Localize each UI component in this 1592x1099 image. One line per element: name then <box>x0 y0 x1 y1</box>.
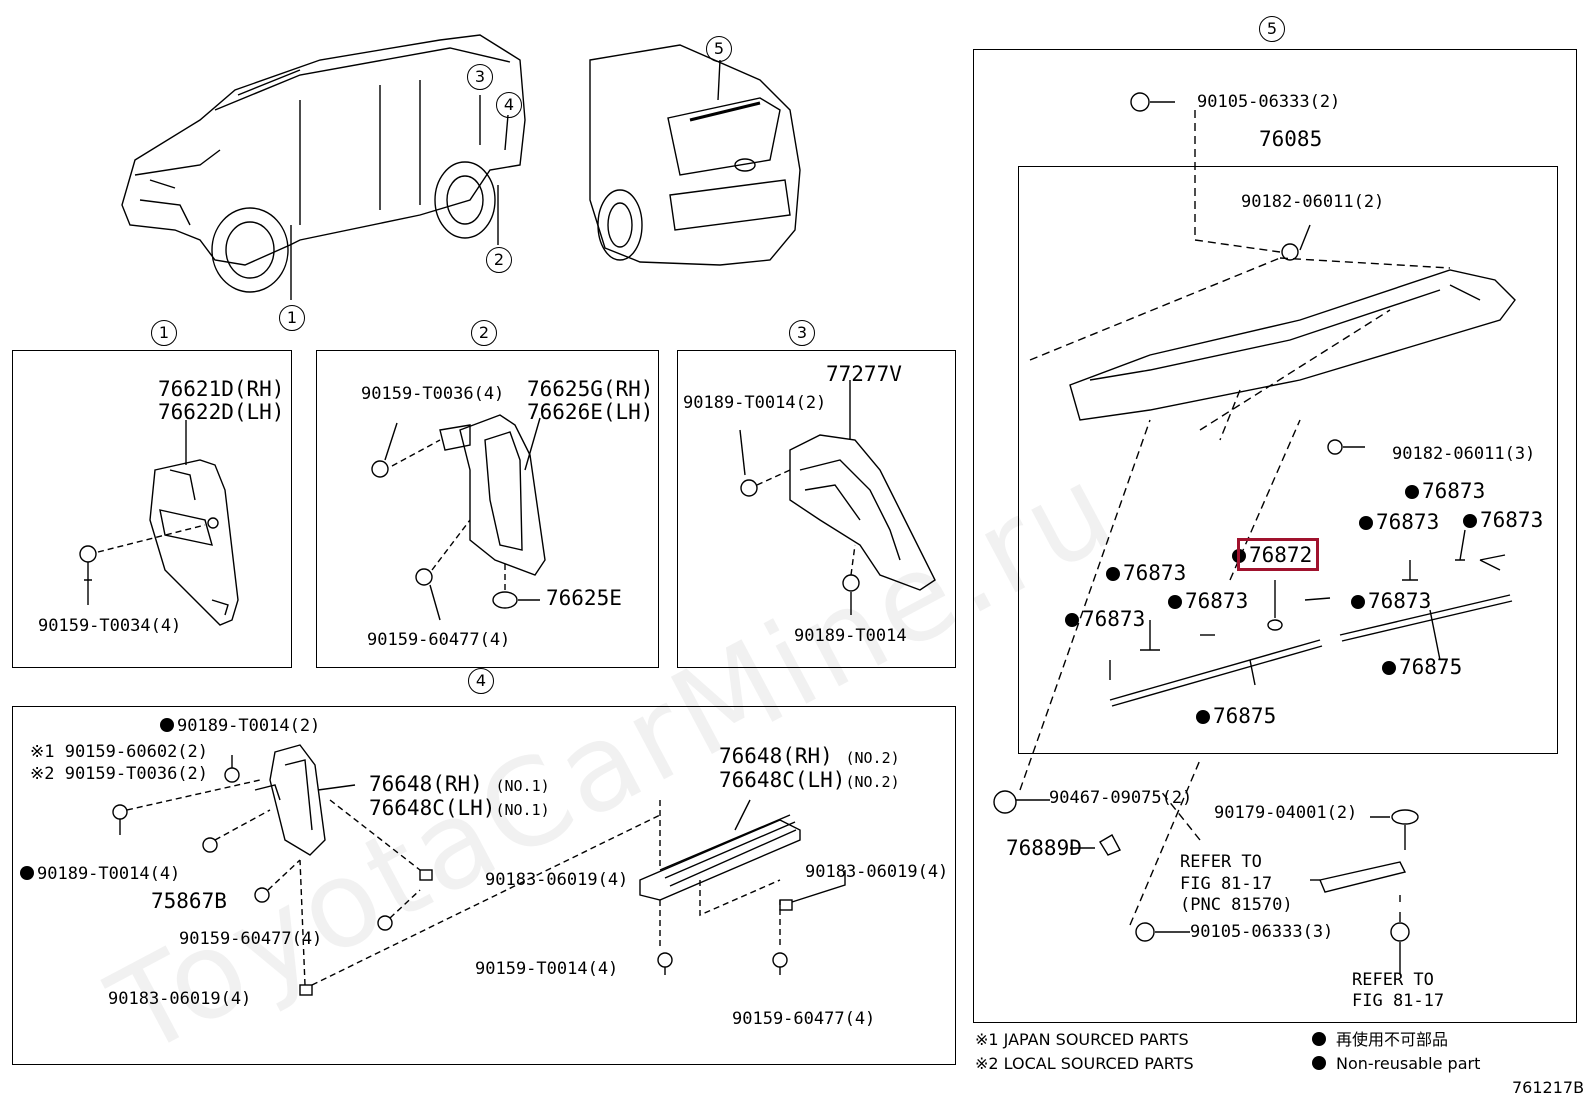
legend-japan-sourced: ※1 JAPAN SOURCED PARTS <box>975 1030 1189 1049</box>
part-76875-b[interactable]: 76875 <box>1196 704 1276 728</box>
part-90189-t0014-p4-left[interactable]: 90189-T0014(4) <box>20 864 180 884</box>
part-90159-t0034[interactable]: 90159-T0034(4) <box>38 616 182 636</box>
part-76889d[interactable]: 76889D <box>1006 836 1082 860</box>
selected-part-highlight <box>1237 538 1319 571</box>
refer-fig-81-17-line1[interactable]: REFER TO <box>1352 970 1434 990</box>
non-reusable-dot-icon <box>1312 1032 1326 1046</box>
panel-2-label: 2 <box>471 320 497 346</box>
part-76873-d[interactable]: 76873 <box>1106 561 1186 585</box>
non-reusable-dot-icon <box>1196 710 1210 724</box>
part-90159-t0036[interactable]: 90159-T0036(4) <box>361 384 505 404</box>
part-76622d-lh[interactable]: 76622D(LH) <box>158 400 285 424</box>
part-90159-60602[interactable]: ※1 90159-60602(2) <box>30 742 209 762</box>
callout-2: 2 <box>486 247 512 273</box>
bracket-left-illustration <box>112 744 661 996</box>
legend-local-sourced: ※2 LOCAL SOURCED PARTS <box>975 1054 1194 1073</box>
part-77277v[interactable]: 77277V <box>826 362 902 386</box>
non-reusable-dot-icon <box>1463 514 1477 528</box>
part-90189-t0014-p3-bottom[interactable]: 90189-T0014 <box>794 626 907 646</box>
part-90183-06019-right[interactable]: 90183-06019(4) <box>805 862 949 882</box>
part-76648-rh-no1[interactable]: 76648(RH) (NO.1) <box>369 772 550 796</box>
part-90179-04001[interactable]: 90179-04001(2) <box>1214 803 1358 823</box>
part-90105-06333-top[interactable]: 90105-06333(2) <box>1197 92 1341 112</box>
splash-shield-illustration <box>739 380 936 615</box>
non-reusable-dot-icon <box>1065 613 1079 627</box>
part-76873-a[interactable]: 76873 <box>1405 479 1485 503</box>
part-75867b[interactable]: 75867B <box>151 889 227 913</box>
panel-4-label: 4 <box>468 668 494 694</box>
part-90159-t0014[interactable]: 90159-T0014(4) <box>475 959 619 979</box>
part-90183-06019-bottom[interactable]: 90183-06019(4) <box>108 989 252 1009</box>
part-76873-f[interactable]: 76873 <box>1351 589 1431 613</box>
part-90159-60477-p2[interactable]: 90159-60477(4) <box>367 630 511 650</box>
part-90189-t0014-p4-top[interactable]: 90189-T0014(2) <box>160 716 320 736</box>
diagram-id: 761217B <box>1512 1078 1585 1097</box>
part-90105-06333-bottom[interactable]: 90105-06333(3) <box>1190 922 1334 942</box>
step-rail-illustration <box>639 799 846 975</box>
vehicle-rear-view-illustration <box>589 44 801 266</box>
part-76621d-rh[interactable]: 76621D(RH) <box>158 377 285 401</box>
refer-fig-81-17-pnc-line2[interactable]: FIG 81-17 <box>1180 874 1273 894</box>
non-reusable-dot-icon <box>160 718 174 732</box>
part-76625e[interactable]: 76625E <box>546 586 622 610</box>
non-reusable-dot-icon <box>1106 567 1120 581</box>
part-76626e-lh[interactable]: 76626E(LH) <box>527 400 654 424</box>
part-90183-06019-mid[interactable]: 90183-06019(4) <box>485 870 629 890</box>
panel-3 <box>677 350 956 668</box>
panel-5-label: 5 <box>1259 16 1285 42</box>
part-90189-t0014-p3-top[interactable]: 90189-T0014(2) <box>683 393 827 413</box>
panel-1-label: 1 <box>151 320 177 346</box>
part-76873-c[interactable]: 76873 <box>1463 508 1543 532</box>
part-90159-60477-p4-right[interactable]: 90159-60477(4) <box>732 1009 876 1029</box>
part-90182-06011-top[interactable]: 90182-06011(2) <box>1241 192 1385 212</box>
part-76873-g[interactable]: 76873 <box>1065 607 1145 631</box>
mud-guard-illustration <box>371 414 546 621</box>
panel-3-label: 3 <box>789 320 815 346</box>
non-reusable-dot-icon <box>20 866 34 880</box>
callout-5: 5 <box>706 36 732 62</box>
refer-fig-81-17-pnc-line3[interactable]: (PNC 81570) <box>1180 895 1293 915</box>
legend-non-reusable-en: Non-reusable part <box>1312 1054 1480 1074</box>
legend-non-reusable-jp: 再使用不可部品 <box>1312 1030 1448 1050</box>
panel-1 <box>12 350 292 668</box>
part-76085[interactable]: 76085 <box>1259 127 1323 151</box>
panel-4 <box>12 706 956 1065</box>
panel-5-inner-frame <box>1018 166 1558 754</box>
non-reusable-dot-icon <box>1359 516 1373 530</box>
non-reusable-dot-icon <box>1168 595 1182 609</box>
panel-2 <box>316 350 659 668</box>
part-76875-a[interactable]: 76875 <box>1382 655 1462 679</box>
part-90159-60477-p4-mid[interactable]: 90159-60477(4) <box>179 929 323 949</box>
part-90467-09075[interactable]: 90467-09075(2) <box>1049 788 1193 808</box>
part-76648c-lh-no1[interactable]: 76648C(LH)(NO.1) <box>369 796 550 820</box>
refer-fig-81-17-line2[interactable]: FIG 81-17 <box>1352 991 1445 1011</box>
callout-4: 4 <box>496 92 522 118</box>
part-76625g-rh[interactable]: 76625G(RH) <box>527 377 654 401</box>
part-90159-t0036-p4[interactable]: ※2 90159-T0036(2) <box>30 764 209 784</box>
non-reusable-dot-icon <box>1351 595 1365 609</box>
non-reusable-dot-icon <box>1382 661 1396 675</box>
part-76873-e[interactable]: 76873 <box>1168 589 1248 613</box>
vehicle-front-view-illustration <box>121 34 526 293</box>
callout-3: 3 <box>467 64 493 90</box>
mud-flap-rh-illustration <box>79 420 239 626</box>
part-76648-rh-no2[interactable]: 76648(RH) (NO.2) <box>719 744 900 768</box>
non-reusable-dot-icon <box>1312 1056 1326 1070</box>
part-76873-b[interactable]: 76873 <box>1359 510 1439 534</box>
refer-fig-81-17-pnc-line1[interactable]: REFER TO <box>1180 852 1262 872</box>
non-reusable-dot-icon <box>1405 485 1419 499</box>
rear-spoiler-illustration <box>993 92 1516 975</box>
callout-1: 1 <box>279 305 305 331</box>
part-90182-06011-right[interactable]: 90182-06011(3) <box>1392 444 1536 464</box>
part-76648c-lh-no2[interactable]: 76648C(LH)(NO.2) <box>719 768 900 792</box>
panel-5 <box>973 49 1577 1023</box>
